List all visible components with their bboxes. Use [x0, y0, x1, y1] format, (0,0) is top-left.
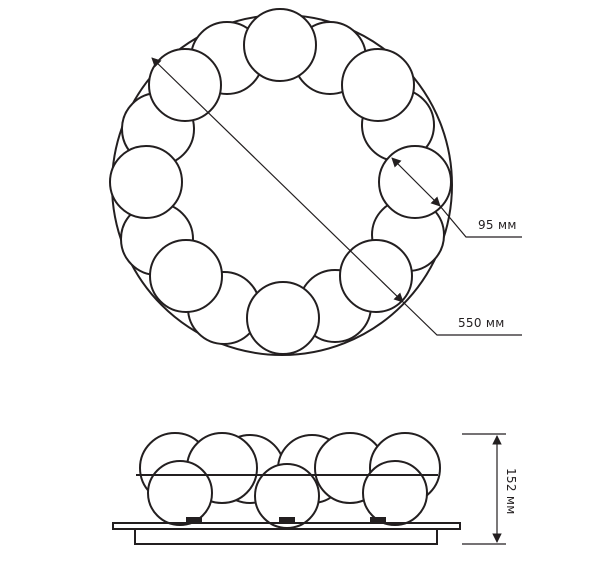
globe: [109, 145, 183, 219]
globe: [378, 145, 452, 219]
base-mount: [134, 528, 438, 545]
overall-diameter-leader: [402, 301, 522, 336]
socket: [186, 517, 202, 523]
globe-diameter-label: 95 мм: [478, 218, 517, 232]
height-label: 152 мм: [504, 468, 518, 515]
globe: [149, 239, 223, 313]
globe-diameter-arrow: [391, 157, 441, 207]
side-view: 152 мм: [112, 432, 518, 545]
globe-side-lower: [147, 460, 213, 526]
globe: [341, 48, 415, 122]
globe-side-lower: [362, 460, 428, 526]
top-view: 550 мм 95 мм: [109, 8, 522, 356]
overall-diameter-label: 550 мм: [458, 316, 505, 330]
socket: [370, 517, 386, 523]
socket: [279, 517, 295, 523]
globe-ring-front: [109, 8, 452, 355]
globe: [148, 48, 222, 122]
globe: [243, 8, 317, 82]
globe-diameter-leader: [439, 205, 522, 238]
overall-diameter-arrow: [151, 57, 404, 303]
globe: [246, 281, 320, 355]
